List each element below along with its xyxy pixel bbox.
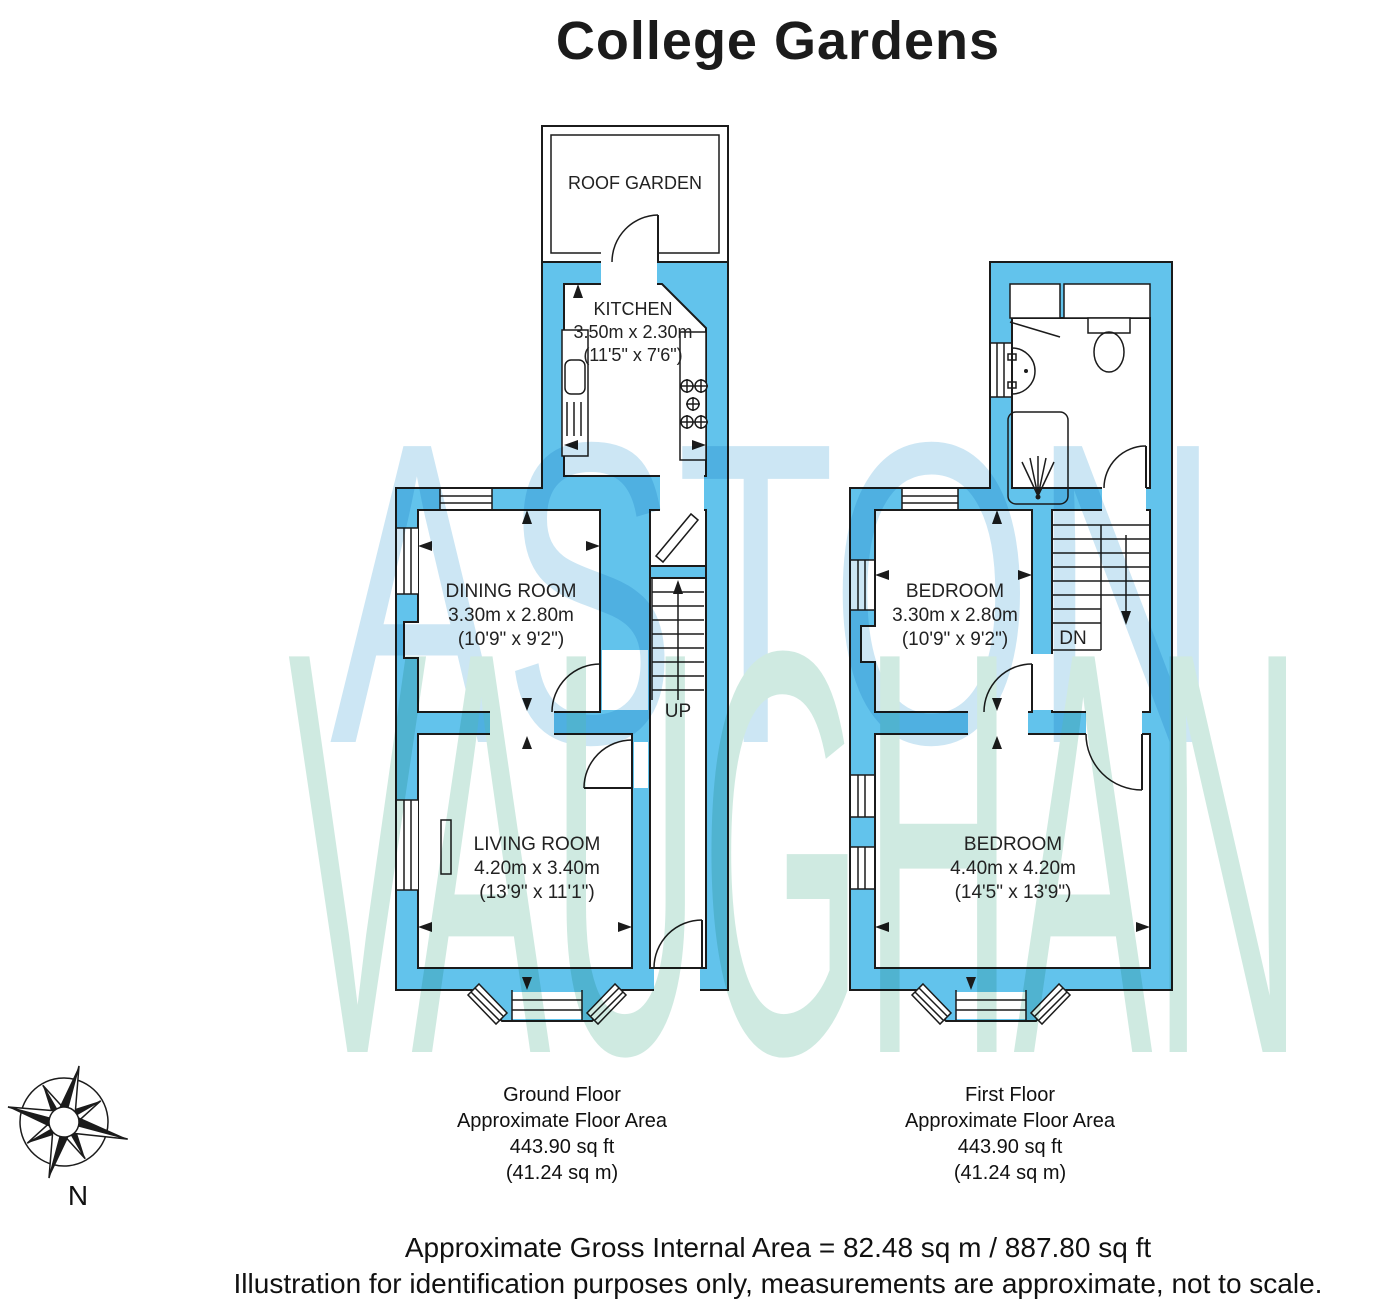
roof-garden-label: ROOF GARDEN [568,172,702,195]
page-title: College Gardens [555,11,1001,71]
dining-door [551,663,601,713]
living-hall-opening [634,742,648,788]
bedroom2-side-windows [850,774,875,890]
floor-area-sqft: 443.90 sq ft [509,1136,615,1158]
footer-disclaimer: Illustration for identification purposes… [233,1268,1323,1299]
room-size-imperial: (10'9" x 9'2") [457,629,565,650]
dining-side-window [397,527,418,595]
stairs-up-label: UP [664,701,692,722]
room-size-imperial: (10'9" x 9'2") [901,629,1009,650]
dining-hall-opening [602,650,648,710]
bedroom1-side-window [850,559,875,611]
room-size-metric: 4.40m x 4.20m [950,858,1076,879]
roof-garden [541,125,729,263]
stairs-down [1052,524,1150,651]
room-name: KITCHEN [593,299,673,319]
bedroom-knockthrough-opening [968,710,1028,736]
kitchen-sink-icon [561,329,589,457]
bathroom-door-opening [1102,486,1146,514]
footer-gross-area: Approximate Gross Internal Area = 82.48 … [404,1232,1152,1263]
kitchen-hall-opening [660,472,704,514]
bedroom-large-label: BEDROOM 4.40m x 4.20m (14'5" x 13'9") [950,833,1076,905]
room-name: LIVING ROOM [473,834,601,855]
first-measurement-arrows [875,510,1150,990]
room-name: DINING ROOM [445,581,577,602]
hall-closet-door [649,512,707,579]
bathroom-side-window [990,342,1012,398]
compass-north-label: N [67,1180,89,1211]
stairs-up [651,577,704,700]
front-door [653,919,703,969]
floor-name: First Floor [964,1084,1055,1106]
living-door [583,739,633,789]
kitchen-label: KITCHEN 3.50m x 2.30m (11'5" x 7'6") [573,298,692,367]
bathroom-door [1103,445,1147,489]
dining-window [439,488,493,510]
room-size-metric: 3.30m x 2.80m [892,605,1018,626]
living-side-window [397,799,452,891]
ground-floor-plan [395,125,729,1026]
landing-bedroom2-opening [1086,710,1142,736]
bathroom-top-recesses [1009,283,1151,338]
bedroom1-top-window [901,488,959,510]
living-radiator [440,819,452,875]
front-door-opening [654,969,700,991]
roof-garden-door-opening [601,250,657,288]
stairs-down-label: DN [1059,628,1087,649]
dining-living-opening [490,710,554,736]
first-bay-window [910,982,1072,1026]
living-room-label: LIVING ROOM 4.20m x 3.40m (13'9" x 11'1"… [474,833,601,905]
compass-icon [7,1065,128,1179]
room-size-metric: 3.30m x 2.80m [448,605,574,626]
floor-area-label: Approximate Floor Area [456,1110,668,1132]
bedroom2-door [1085,733,1143,791]
bedroom1-door-opening [1030,654,1054,710]
room-size-metric: 3.50m x 2.30m [573,322,693,342]
bedroom-small-label: BEDROOM 3.30m x 2.80m (10'9" x 9'2") [892,580,1018,652]
ground-bay-window [466,982,628,1026]
room-name: ROOF GARDEN [567,173,703,193]
ground-measurement-arrows [418,284,706,990]
floor-area-sqm: (41.24 sq m) [953,1162,1067,1184]
roof-garden-door [611,214,659,263]
ground-floor-caption: Ground Floor Approximate Floor Area 443.… [457,1082,667,1186]
shower-icon [1007,411,1069,505]
dining-room-label: DINING ROOM 3.30m x 2.80m (10'9" x 9'2") [446,580,577,652]
room-size-imperial: (11'5" x 7'6") [583,345,683,365]
first-floor-caption: First Floor Approximate Floor Area 443.9… [905,1082,1115,1186]
room-size-imperial: (14'5" x 13'9") [954,882,1072,903]
floor-area-sqm: (41.24 sq m) [505,1162,619,1184]
toilet-icon [1087,317,1131,373]
room-name: BEDROOM [905,581,1005,602]
floor-area-sqft: 443.90 sq ft [957,1136,1063,1158]
room-size-metric: 4.20m x 3.40m [474,858,600,879]
basin-icon [1007,347,1036,395]
floor-area-label: Approximate Floor Area [904,1110,1116,1132]
bedroom1-door [983,663,1033,713]
room-size-imperial: (13'9" x 11'1") [479,882,595,903]
first-floor-plan [849,261,1173,1026]
room-name: BEDROOM [963,834,1063,855]
kitchen-hob-icon [679,331,708,461]
floor-name: Ground Floor [503,1084,621,1106]
